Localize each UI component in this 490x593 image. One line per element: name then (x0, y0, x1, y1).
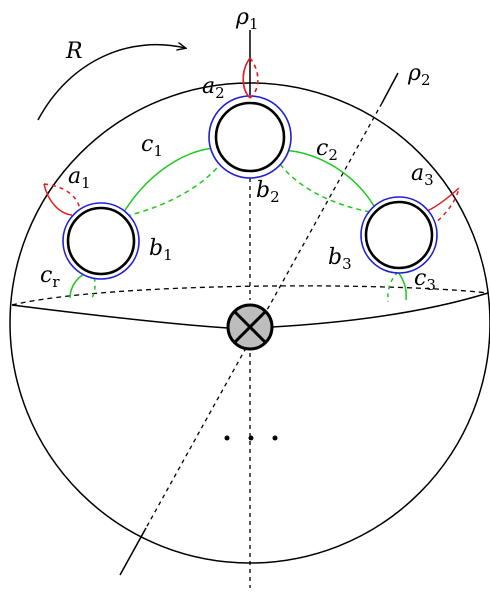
curve-c2-back (279, 163, 371, 213)
crosscap-symbol (226, 303, 274, 351)
label-b1: b1 (149, 236, 173, 264)
label-a3: a3 (411, 161, 434, 189)
label-rho2: ρ2 (407, 61, 430, 89)
curve-c3-back (387, 271, 399, 303)
label-b3: b3 (328, 245, 352, 273)
curve-a1-front (43, 183, 73, 216)
curve-c1-back (125, 161, 223, 217)
label-cr: cr (40, 263, 60, 291)
label-b2: b2 (256, 178, 280, 206)
hole-1 (66, 206, 136, 276)
boundary-3 (360, 196, 438, 274)
curve-a2-front-over (242, 57, 251, 99)
ellipsis-dots (224, 435, 278, 441)
curve-a2-back-over (249, 57, 259, 99)
curve-a3-back (431, 187, 460, 227)
curve-c3-front (397, 271, 407, 301)
equator-back (11, 285, 489, 306)
boundary-2 (208, 95, 292, 179)
curve-c2-front (281, 149, 375, 207)
label-rho1: ρ1 (235, 5, 258, 33)
hole-2 (214, 101, 286, 173)
rotation-arrow (37, 45, 185, 121)
equator-front (11, 292, 489, 329)
curve-c1-front (123, 147, 219, 213)
label-a2: a2 (202, 74, 225, 102)
curve-a2-back (249, 57, 259, 99)
label-R: R (65, 39, 83, 64)
label-c3: c3 (414, 266, 436, 294)
hole-3 (364, 200, 434, 270)
label-c2: c2 (316, 136, 338, 164)
axis-rho2-outer-bottom (119, 527, 147, 576)
label-a1: a1 (68, 164, 91, 192)
curve-a1-back (43, 183, 81, 211)
boundary-1 (62, 202, 140, 280)
axis-rho2-outer-top (381, 72, 399, 104)
label-c1: c1 (141, 132, 163, 160)
